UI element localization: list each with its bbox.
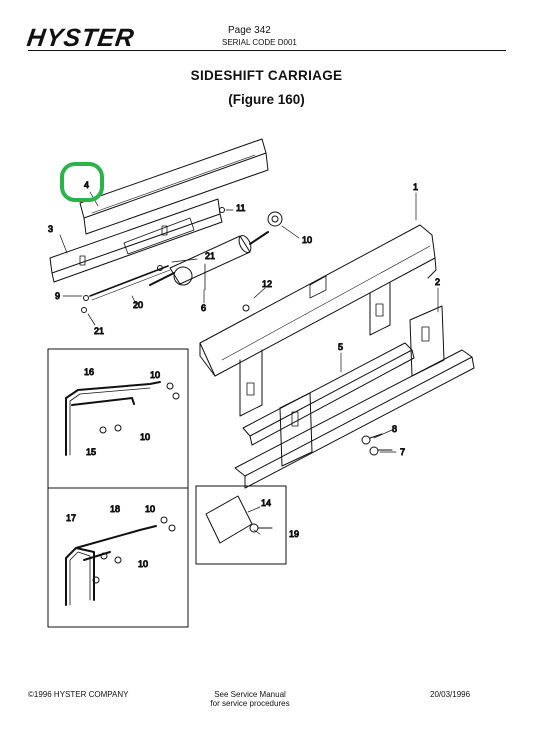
part-4-cover-plate — [79, 138, 269, 235]
footer-copyright: ©1996 HYSTER COMPANY — [28, 690, 129, 699]
part-14-19-inset — [195, 485, 287, 565]
leader-lines — [59, 191, 439, 535]
part-3-lower-plate — [49, 198, 223, 283]
callout-15: 15 — [86, 447, 96, 457]
callout-10-top: 10 — [302, 235, 312, 245]
part-6-cylinder — [149, 231, 269, 291]
serial-code: SERIAL CODE D001 — [222, 38, 297, 47]
footer-service-line2: for service procedures — [210, 699, 290, 708]
page-number: Page 342 — [228, 25, 271, 36]
callout-10-upper-inset: 10 — [150, 370, 160, 380]
callout-5: 5 — [338, 342, 343, 352]
highlight-circle — [60, 162, 104, 202]
callout-19: 19 — [289, 529, 299, 539]
part-1-carriage-frame — [199, 224, 437, 417]
page-title: SIDESHIFT CARRIAGE — [190, 68, 343, 83]
callout-6: 6 — [201, 303, 206, 313]
part-10-washer — [267, 211, 283, 227]
callout-1: 1 — [413, 182, 418, 192]
callout-21-upper: 21 — [205, 251, 215, 261]
callout-9: 9 — [55, 291, 60, 301]
callout-10-upper-inset-fitting: 10 — [140, 432, 150, 442]
parts-7-8-bolts — [361, 433, 393, 456]
footer-service-note: See Service Manual for service procedure… — [190, 690, 310, 708]
hose-inset-box — [47, 348, 189, 628]
callout-8: 8 — [392, 424, 397, 434]
part-20-rod — [89, 265, 169, 297]
callout-11: 11 — [236, 203, 245, 213]
header-rule — [28, 50, 506, 51]
callout-20: 20 — [133, 300, 143, 310]
callout-14: 14 — [261, 498, 271, 508]
part-5-lower-rail — [242, 342, 415, 446]
callout-16: 16 — [84, 367, 94, 377]
callout-4: 4 — [84, 180, 89, 190]
callout-7: 7 — [400, 447, 405, 457]
callout-18: 18 — [110, 504, 120, 514]
callout-21-lower: 21 — [94, 326, 104, 336]
callout-3: 3 — [48, 224, 53, 234]
callout-17: 17 — [66, 513, 76, 523]
part-2-bottom-member — [234, 305, 475, 489]
callout-10-lower-inset: 10 — [145, 504, 155, 514]
figure-number: (Figure 160) — [228, 92, 305, 107]
footer-date: 20/03/1996 — [430, 690, 471, 699]
callout-2: 2 — [435, 277, 440, 287]
callout-12: 12 — [262, 279, 272, 289]
callout-10-lower-inset-fitting: 10 — [138, 559, 148, 569]
fasteners — [81, 207, 250, 313]
footer-service-line1: See Service Manual — [214, 690, 286, 699]
